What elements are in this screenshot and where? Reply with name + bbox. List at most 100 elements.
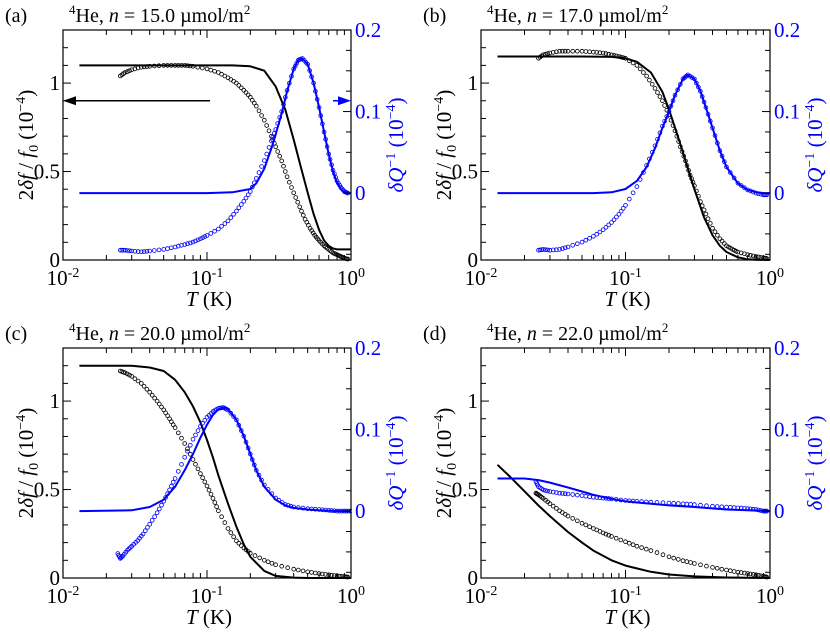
right-y-tick-label: 0.1	[774, 418, 800, 442]
panel-title: 4He, n = 20.0 µmol/m2	[69, 320, 250, 345]
plot-area	[497, 48, 771, 261]
right-y-tick-label: 0.2	[355, 18, 381, 42]
left-y-tick-label: 0	[468, 566, 479, 590]
left-y-tick-label: 1	[468, 71, 479, 95]
plot-area	[79, 56, 351, 262]
plot-frame	[480, 29, 771, 261]
freq-shift-fit-line	[79, 364, 351, 579]
x-tick-label: 10-1	[191, 266, 224, 290]
x-tick-label: 10-2	[465, 266, 498, 290]
left-y-tick-label: 0.5	[452, 160, 478, 184]
panel-title: 4He, n = 15.0 µmol/m2	[69, 2, 250, 27]
left-y-tick-labels: 00.51	[34, 389, 60, 590]
left-y-tick-label: 0	[468, 248, 479, 272]
right-y-tick-label: 0.1	[774, 100, 800, 124]
right-y-tick-label: 0	[774, 181, 785, 205]
right-y-tick-labels: 0 0.1 0.2	[355, 336, 381, 523]
x-tick-label: 10-1	[609, 266, 642, 290]
left-y-tick-label: 1	[50, 389, 61, 413]
x-tick-labels: 10-2 10-1 100	[47, 584, 365, 608]
dissipation-fit-line	[497, 477, 771, 513]
left-y-tick-label: 0.5	[34, 478, 60, 502]
left-y-tick-labels: 00.51	[34, 71, 60, 272]
plot-area	[79, 364, 352, 580]
x-tick-label: 100	[756, 266, 784, 290]
x-tick-label: 10-1	[191, 584, 224, 608]
x-tick-label: 10-2	[47, 266, 80, 290]
left-y-tick-label: 1	[50, 71, 61, 95]
x-axis-title: T (K)	[604, 287, 650, 311]
left-y-tick-labels: 00.51	[452, 71, 478, 272]
left-y-tick-label: 0.5	[452, 478, 478, 502]
panel-label: (b)	[423, 5, 446, 27]
x-tick-labels: 10-2 10-1 100	[47, 266, 365, 290]
x-tick-label: 100	[337, 266, 365, 290]
panel-label: (d)	[423, 323, 446, 345]
panel-title: 4He, n = 22.0 µmol/m2	[487, 320, 668, 345]
right-y-axis-title: δQ−1 (10−4)	[384, 98, 408, 193]
x-tick-labels: 10-2 10-1 100	[465, 584, 784, 608]
dissipation-data-points	[536, 72, 770, 253]
left-y-axis-title: 2δf / f0 (10−4)	[432, 90, 460, 200]
left-y-axis-title: 2δf / f0 (10−4)	[14, 90, 42, 200]
right-y-tick-labels: 0 0.1 0.2	[774, 336, 800, 523]
freq-shift-data-points	[118, 63, 351, 262]
left-y-axis-title: 2δf / f0 (10−4)	[432, 408, 460, 518]
dissipation-data-points	[115, 405, 352, 561]
x-tick-label: 10-2	[465, 584, 498, 608]
right-y-tick-labels: 0 0.1 0.2	[774, 18, 800, 205]
freq-shift-fit-line	[497, 55, 771, 261]
x-axis-ticks	[480, 29, 771, 261]
left-y-tick-label: 0.5	[34, 160, 60, 184]
right-y-axis-title: δQ−1 (10−4)	[803, 98, 827, 193]
right-axis-arrow-icon	[333, 96, 351, 106]
right-y-tick-label: 0	[355, 499, 366, 523]
x-axis-ticks	[480, 347, 771, 579]
right-y-tick-label: 0	[774, 499, 785, 523]
right-y-tick-label: 0	[355, 181, 366, 205]
left-axis-arrow-icon	[63, 96, 211, 106]
dissipation-data-points	[118, 56, 351, 255]
right-y-axis-title: δQ−1 (10−4)	[384, 416, 408, 511]
right-y-tick-label: 0.2	[774, 18, 800, 42]
x-tick-label: 100	[337, 584, 365, 608]
right-y-tick-label: 0.2	[355, 336, 381, 360]
freq-shift-data-points	[533, 490, 770, 580]
x-axis-title: T (K)	[186, 287, 232, 311]
freq-shift-fit-line	[79, 64, 351, 251]
x-tick-label: 10-2	[47, 584, 80, 608]
freq-shift-data-points	[536, 48, 770, 261]
freq-shift-fit-line	[496, 464, 771, 579]
left-y-tick-label: 0	[50, 566, 61, 590]
left-y-tick-label: 0	[50, 248, 61, 272]
dissipation-fit-line	[79, 57, 351, 195]
x-tick-label: 100	[756, 584, 784, 608]
plot-frame	[62, 347, 352, 579]
freq-shift-data-points	[118, 368, 351, 580]
x-tick-labels: 10-2 10-1 100	[465, 266, 784, 290]
right-y-tick-label: 0.1	[355, 100, 381, 124]
right-y-tick-label: 0.2	[774, 336, 800, 360]
panel-title: 4He, n = 17.0 µmol/m2	[487, 2, 668, 27]
plot-area	[496, 464, 771, 580]
left-y-tick-label: 1	[468, 389, 479, 413]
right-y-axis-title: δQ−1 (10−4)	[803, 416, 827, 511]
dissipation-fit-line	[497, 73, 770, 195]
x-axis-ticks	[62, 29, 352, 261]
right-y-tick-label: 0.1	[355, 418, 381, 442]
x-axis-ticks	[62, 347, 352, 579]
right-y-tick-labels: 0 0.1 0.2	[355, 18, 381, 205]
panel-label: (c)	[5, 323, 27, 345]
left-y-tick-labels: 00.51	[452, 389, 478, 590]
x-axis-title: T (K)	[186, 605, 232, 629]
left-y-axis-title: 2δf / f0 (10−4)	[14, 408, 42, 518]
x-tick-label: 10-1	[609, 584, 642, 608]
dissipation-data-points	[533, 479, 770, 514]
dissipation-fit-line	[79, 406, 351, 513]
panel-label: (a)	[5, 5, 27, 27]
